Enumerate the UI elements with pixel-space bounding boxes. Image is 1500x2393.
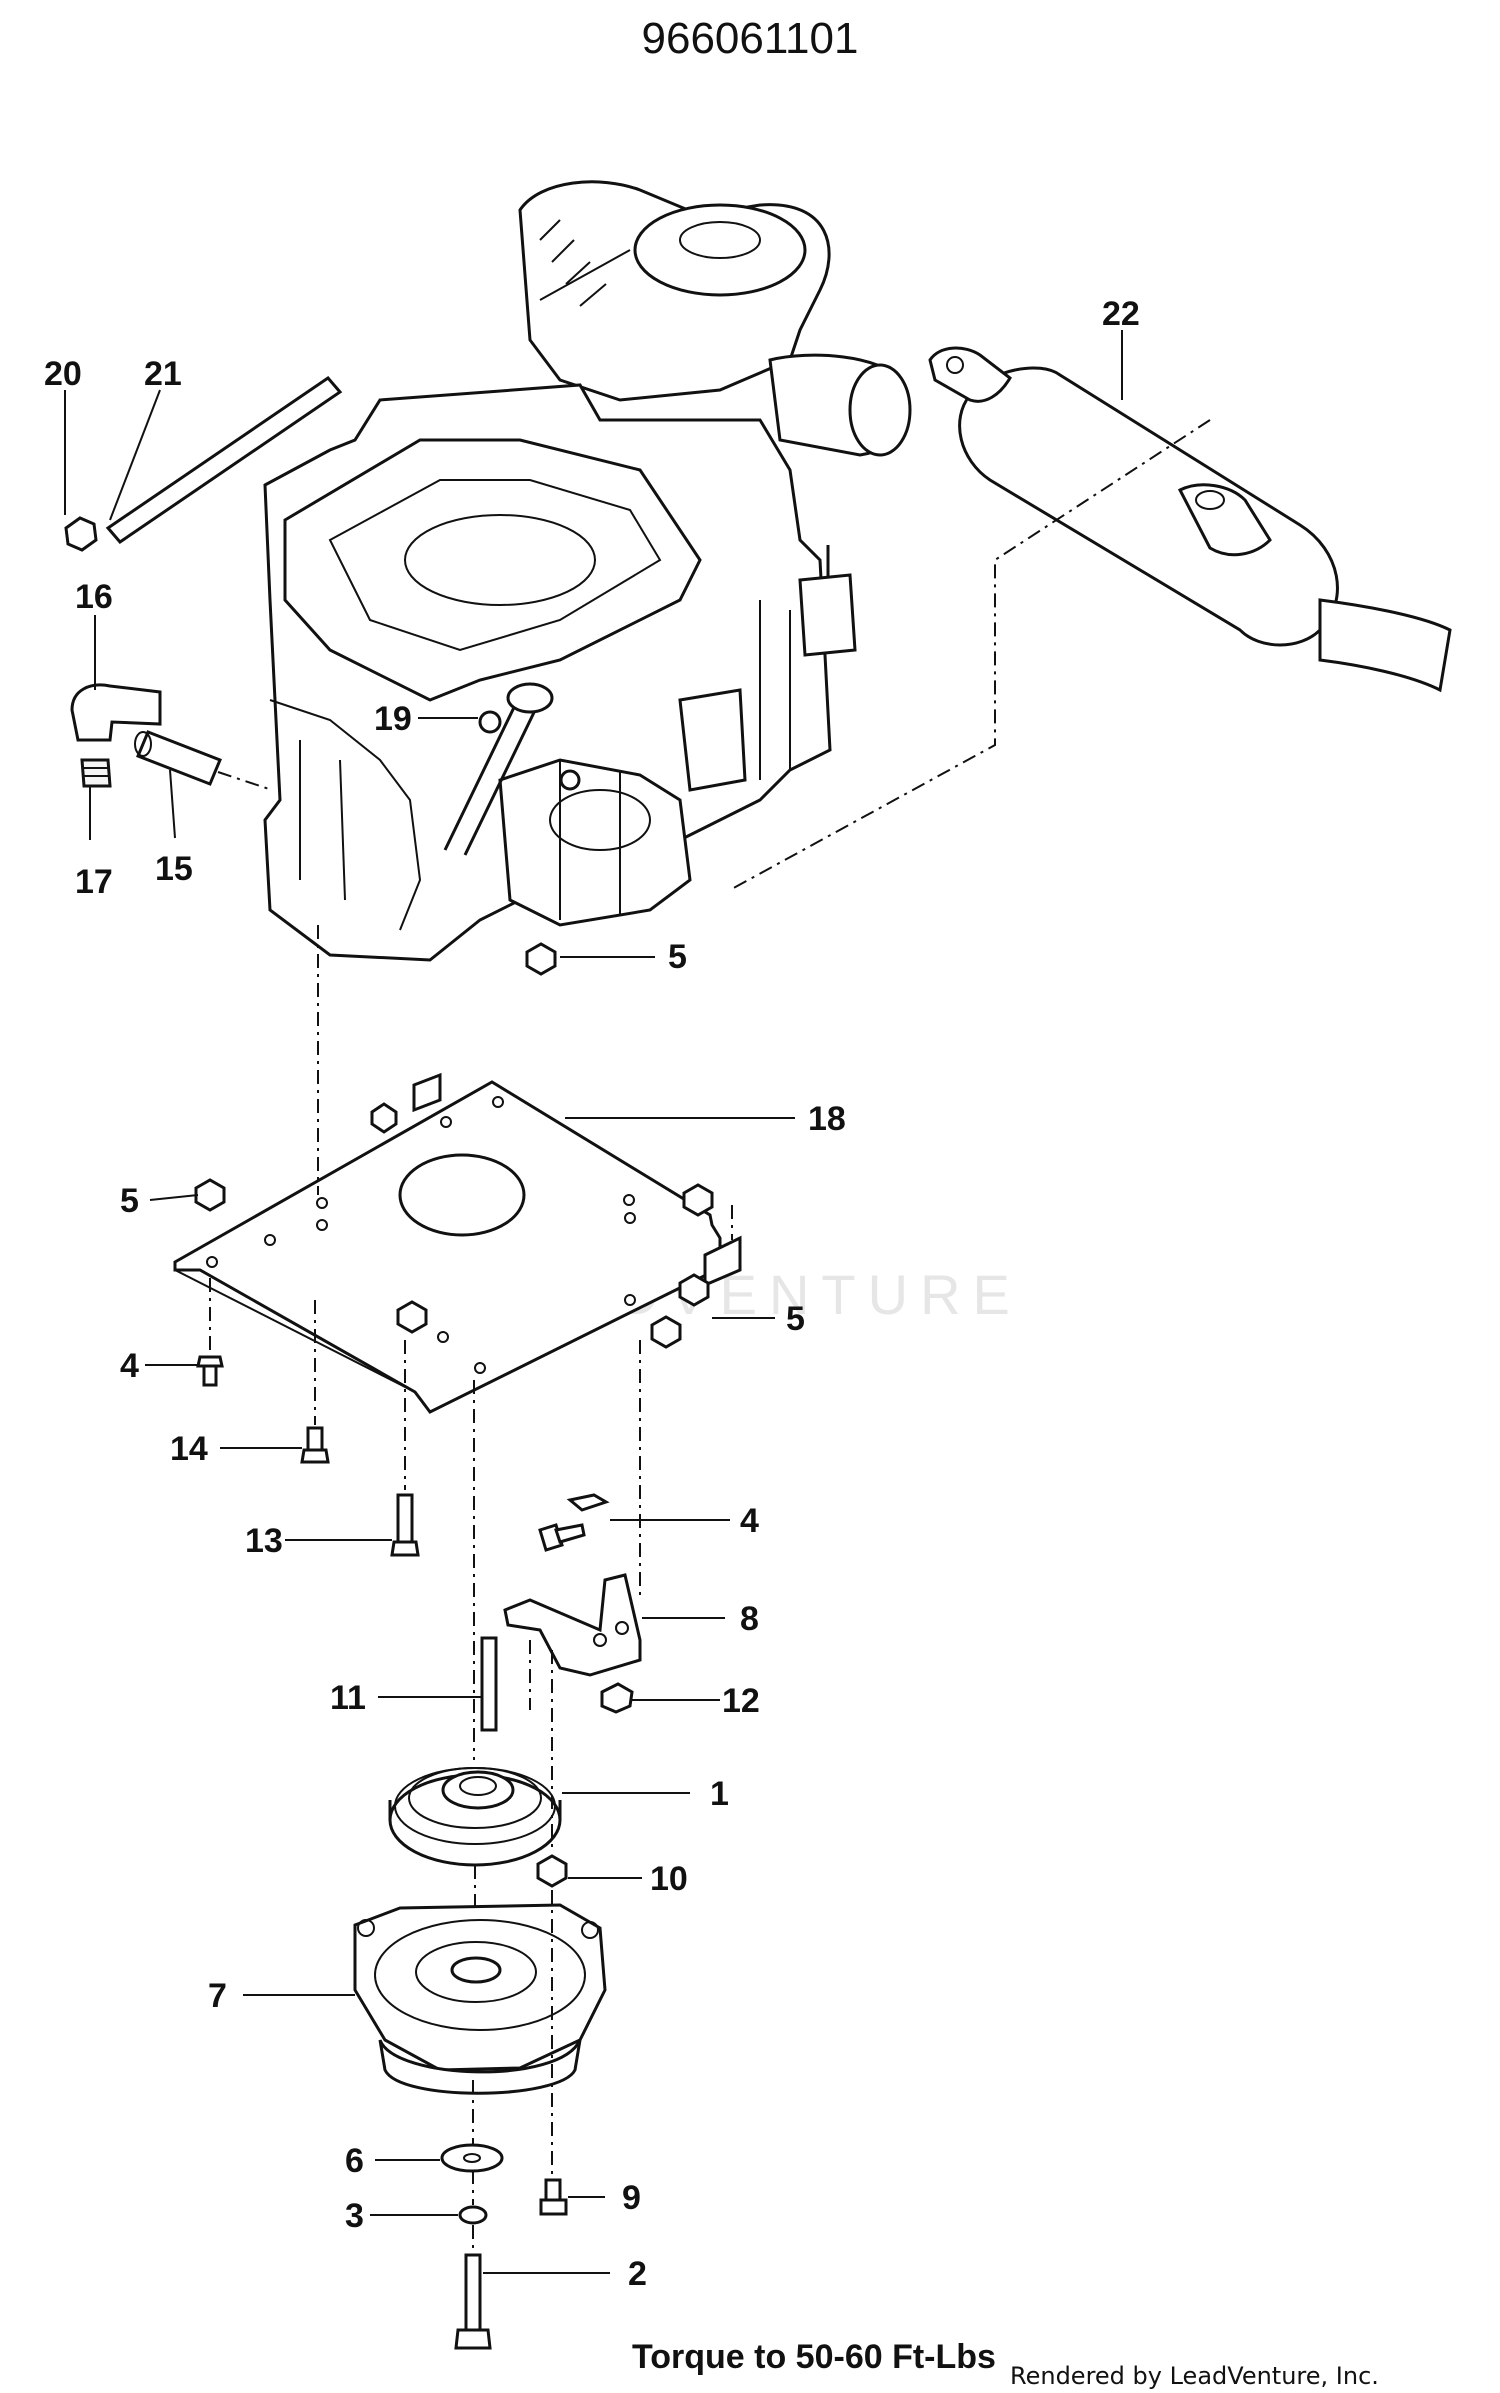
page-title: 966061101 bbox=[641, 14, 859, 63]
callout-7: 7 bbox=[208, 1977, 227, 2015]
callout-4-left: 4 bbox=[120, 1347, 139, 1385]
clutch-bracket bbox=[503, 1573, 642, 1677]
callout-labels: 20 21 22 16 19 17 15 5 18 5 5 4 14 13 4 … bbox=[44, 295, 1140, 2293]
drain-plug bbox=[80, 758, 112, 788]
elbow-fitting bbox=[70, 683, 162, 742]
callout-20: 20 bbox=[44, 355, 82, 393]
callout-21: 21 bbox=[144, 355, 182, 393]
callout-5-left: 5 bbox=[120, 1182, 139, 1220]
valve-cover bbox=[283, 438, 702, 702]
callout-6: 6 bbox=[345, 2142, 364, 2180]
plate-nuts bbox=[194, 1102, 714, 1349]
callout-18: 18 bbox=[808, 1100, 846, 1138]
starter-motor bbox=[498, 758, 692, 927]
callout-4-right: 4 bbox=[740, 1502, 759, 1540]
callout-12: 12 bbox=[722, 1682, 760, 1720]
callout-19: 19 bbox=[374, 700, 412, 738]
engine-mount-nut bbox=[525, 942, 557, 976]
bottom-hardware bbox=[440, 2080, 568, 2350]
oil-drain-parts bbox=[64, 376, 343, 791]
callout-16: 16 bbox=[75, 578, 113, 616]
callout-11: 11 bbox=[330, 1679, 366, 1717]
drain-extension-rod bbox=[105, 376, 343, 544]
callout-15: 15 bbox=[155, 850, 193, 888]
callout-3: 3 bbox=[345, 2197, 364, 2235]
callout-8: 8 bbox=[740, 1600, 759, 1638]
callout-2: 2 bbox=[628, 2255, 647, 2293]
leader-lines bbox=[64, 330, 1123, 2274]
pipe-nipple bbox=[136, 730, 222, 786]
callout-17: 17 bbox=[75, 863, 113, 901]
callout-1: 1 bbox=[710, 1775, 729, 1813]
air-cleaner bbox=[518, 180, 912, 457]
callout-22: 22 bbox=[1102, 295, 1140, 333]
pto-clutch bbox=[353, 1650, 607, 2180]
callout-5-right: 5 bbox=[786, 1300, 805, 1338]
shaft-key bbox=[480, 1636, 498, 1732]
torque-note: Torque to 50-60 Ft-Lbs bbox=[632, 2338, 996, 2376]
callout-5-engine: 5 bbox=[668, 938, 687, 976]
callout-14: 14 bbox=[170, 1430, 208, 1468]
engine-assembly bbox=[263, 180, 912, 976]
pulley bbox=[388, 1767, 562, 1940]
callout-10: 10 bbox=[650, 1860, 688, 1898]
callout-13: 13 bbox=[245, 1522, 283, 1560]
mounting-plate bbox=[173, 925, 742, 1414]
fasteners bbox=[196, 1278, 642, 1760]
muffler-assembly bbox=[729, 346, 1452, 891]
callout-9: 9 bbox=[622, 2179, 641, 2217]
render-credit: Rendered by LeadVenture, Inc. bbox=[1010, 2362, 1379, 2390]
drain-cap bbox=[64, 516, 98, 552]
